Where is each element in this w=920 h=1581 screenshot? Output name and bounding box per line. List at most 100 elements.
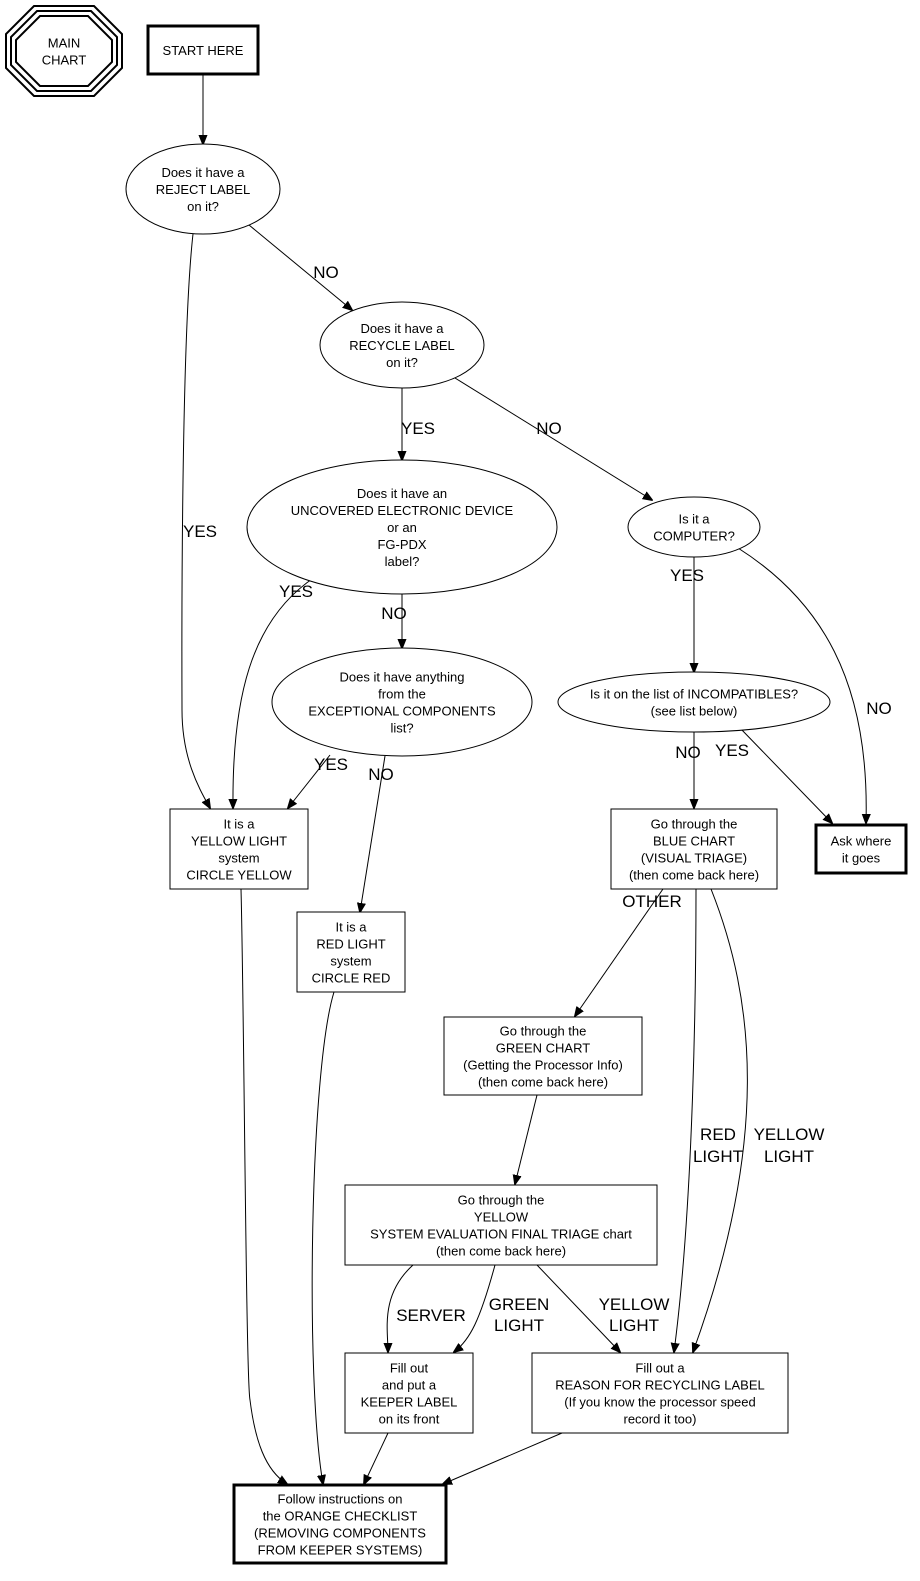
node-orange: Follow instructions on the ORANGE CHECKLI…	[232, 1483, 448, 1565]
node-text-line: It is a	[335, 920, 367, 935]
node-text-line: Go through the	[500, 1024, 587, 1039]
edge-label: YES	[715, 741, 749, 760]
decision-ellipse	[246, 459, 558, 595]
edge-reject-to-yellow-light	[181, 233, 210, 808]
node-text-line: FROM KEEPER SYSTEMS)	[258, 1543, 423, 1558]
node-text-line: Ask where	[831, 834, 892, 849]
decision-ellipse	[319, 301, 485, 389]
node-text-line: Fill out a	[635, 1361, 685, 1376]
node-text-line: KEEPER LABEL	[361, 1395, 458, 1410]
node-reason: Fill out a REASON FOR RECYCLING LABEL (If …	[531, 1352, 789, 1434]
edge-blue-chart-to-reason	[674, 888, 697, 1352]
edge-label: YES	[401, 419, 435, 438]
edge-label: YES	[279, 582, 313, 601]
edge-label: GREEN	[489, 1295, 549, 1314]
edge-label: NO	[866, 699, 892, 718]
node-exceptional: Does it have anything from theEXCEPTIONAL…	[271, 647, 533, 757]
node-text-line: EXCEPTIONAL COMPONENTS	[308, 704, 496, 719]
node-text-line: UNCOVERED ELECTRONIC DEVICE	[291, 503, 514, 518]
node-box	[610, 808, 778, 890]
decision-ellipse	[627, 496, 761, 558]
node-text-line: Does it have a	[360, 321, 444, 336]
node-text-line: Fill out	[390, 1361, 429, 1376]
edge-red-light-to-orange	[311, 991, 335, 1484]
node-text-line: or an	[387, 520, 417, 535]
edge-uncovered-to-yellow-light	[233, 576, 316, 808]
edge-label: YES	[314, 755, 348, 774]
node-incompatibles: Is it on the list of INCOMPATIBLES? (see …	[557, 671, 831, 733]
node-text-line: on it?	[386, 355, 418, 370]
node-text-line: (REMOVING COMPONENTS	[254, 1526, 426, 1541]
node-text-line: the ORANGE CHECKLIST	[263, 1509, 418, 1524]
node-computer: Is it a COMPUTER?	[627, 496, 761, 558]
edge-label: LIGHT	[494, 1316, 544, 1335]
octagon-border	[10, 10, 118, 92]
node-text-line: START HERE	[163, 43, 244, 58]
edge-incompatibles-to-ask-where	[739, 727, 832, 823]
node-start: START HERE	[146, 24, 260, 76]
decision-ellipse	[271, 647, 533, 757]
node-text-line: REASON FOR RECYCLING LABEL	[555, 1378, 765, 1393]
octagon-border	[5, 5, 123, 97]
node-box	[232, 1483, 448, 1565]
edge-label: NO	[381, 604, 407, 623]
node-text-line: label?	[385, 554, 420, 569]
node-text-line: CIRCLE YELLOW	[186, 868, 292, 883]
edge-reject-to-recycle	[248, 224, 352, 310]
node-text-line: Does it have anything	[339, 670, 464, 685]
node-text-line: RED LIGHT	[316, 937, 385, 952]
edge-exceptional-to-yellow-light	[288, 754, 331, 808]
decision-ellipse	[125, 143, 281, 235]
edge-label: YES	[183, 522, 217, 541]
edge-yellow-eval-to-reason	[536, 1264, 620, 1352]
node-text-line: Go through the	[458, 1193, 545, 1208]
edge-label: NO	[675, 743, 701, 762]
edge-blue-chart-to-reason	[693, 888, 748, 1352]
edge-green-chart-to-yellow-eval	[515, 1094, 538, 1184]
edge-recycle-to-computer	[454, 377, 652, 500]
node-text-line: Is it a	[678, 512, 710, 527]
node-text-line: Go through the	[651, 817, 738, 832]
edge-yellow-light-to-orange	[240, 888, 287, 1484]
edge-keeper-to-orange	[364, 1432, 389, 1484]
node-text-line: (If you know the processor speed	[564, 1395, 756, 1410]
edge-label: YELLOW	[754, 1125, 825, 1144]
node-text-line: CHART	[42, 53, 87, 68]
node-text-line: (VISUAL TRIAGE)	[641, 851, 747, 866]
node-text-line: COMPUTER?	[653, 529, 735, 544]
node-box	[146, 24, 260, 76]
node-text-line: It is a	[223, 817, 255, 832]
node-text-line: (then come back here)	[436, 1244, 566, 1259]
node-box	[344, 1352, 474, 1434]
node-text-line: Is it on the list of INCOMPATIBLES?	[590, 687, 798, 702]
node-text-line: BLUE CHART	[653, 834, 735, 849]
node-text-line: GREEN CHART	[496, 1041, 590, 1056]
node-box	[531, 1352, 789, 1434]
node-text-line: (see list below)	[651, 704, 738, 719]
node-text-line: list?	[390, 721, 413, 736]
decision-ellipse	[557, 671, 831, 733]
node-text-line: FG-PDX	[377, 537, 426, 552]
node-text-line: (then come back here)	[629, 868, 759, 883]
node-text-line: from the	[378, 687, 426, 702]
edge-label: YES	[670, 566, 704, 585]
edge-exceptional-to-red-light	[360, 755, 386, 912]
node-text-line: Follow instructions on	[278, 1492, 403, 1507]
node-text-line: REJECT LABEL	[156, 182, 250, 197]
node-text-line: RECYCLE LABEL	[349, 338, 455, 353]
edge-yellow-eval-to-keeper	[387, 1264, 414, 1352]
edge-yellow-eval-to-keeper	[454, 1264, 496, 1352]
edge-label: NO	[313, 263, 339, 282]
node-text-line: system	[330, 954, 371, 969]
edge-label: LIGHT	[693, 1147, 743, 1166]
edge-label: NO	[368, 765, 394, 784]
edge-label: OTHER	[622, 892, 682, 911]
